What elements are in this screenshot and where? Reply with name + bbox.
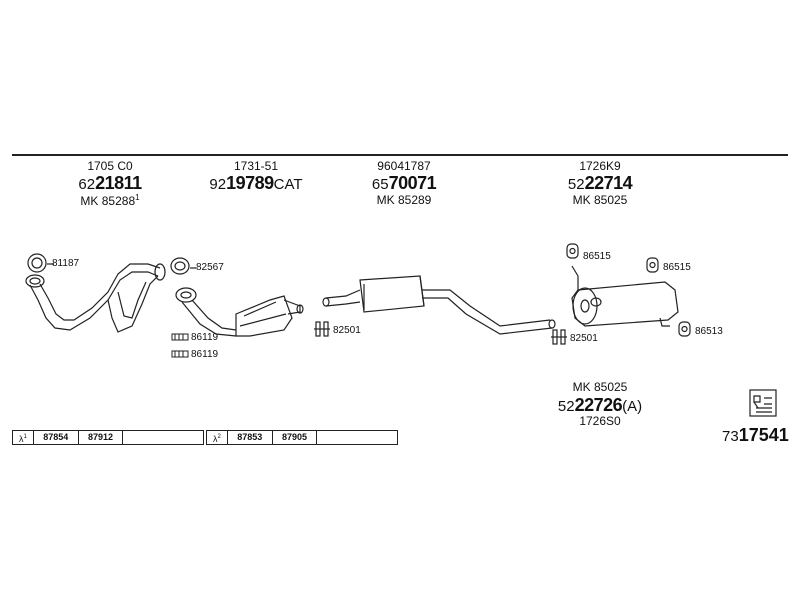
clamp-2-drawing (171, 350, 189, 358)
lambda-2-cell-3 (317, 431, 397, 444)
rubber-mount-3-drawing (678, 321, 691, 337)
part-prefix-1: 62 (78, 176, 96, 193)
alt-part-prefix: 52 (557, 398, 575, 415)
part-number-4: 5222714 (520, 173, 680, 194)
part-prefix-4: 52 (567, 176, 585, 193)
catalytic-converter-drawing (175, 287, 304, 337)
mk-number-4: MK 85025 (530, 193, 670, 207)
mk-text-3: MK 85289 (376, 193, 432, 207)
label-rubber-3: 86513 (695, 326, 723, 337)
part-prefix-3: 65 (371, 176, 389, 193)
alt-mk-number: MK 85025 (572, 380, 628, 394)
clamp-1-drawing (171, 333, 189, 341)
alt-part-number: 5222726(A) (520, 395, 680, 416)
mk-number-3: MK 85289 (334, 193, 474, 207)
lambda-table-2: λ2 87853 87905 (206, 430, 398, 445)
lambda-1-cell-1: 87854 (34, 431, 79, 444)
doc-main: 17541 (738, 425, 789, 445)
rubber-mount-2-drawing (646, 257, 659, 273)
type-code-4: 1726K9 (579, 159, 621, 173)
part-main-4: 22714 (584, 173, 633, 193)
type-code-2: 1731-51 (233, 159, 279, 173)
part-main-3: 70071 (388, 173, 437, 193)
lambda-2-cell-2: 87905 (273, 431, 318, 444)
part-suffix-2: CAT (273, 176, 303, 193)
alt-part-suffix: (A) (622, 398, 643, 415)
alt-type-code: 1726S0 (579, 414, 621, 428)
lambda-symbol-2: λ2 (207, 431, 228, 444)
lambda-1-cell-3 (123, 431, 203, 444)
document-icon (749, 389, 777, 417)
type-code-1: 1705 C0 (87, 159, 133, 173)
label-rubber-1: 86515 (583, 251, 611, 262)
part-main-2: 19789 (226, 173, 274, 193)
gasket-front-drawing (27, 253, 54, 273)
label-hanger-rear: 82501 (570, 333, 598, 344)
part-prefix-2: 92 (209, 176, 227, 193)
label-rubber-2: 86515 (663, 262, 691, 273)
label-gasket-front: 81187 (52, 258, 80, 269)
document-number: 7317541 (722, 425, 789, 446)
gasket-cat-drawing (170, 257, 196, 275)
rear-silencer-drawing (571, 265, 679, 327)
rubber-mount-1-drawing (566, 243, 579, 259)
label-hanger-mid: 82501 (333, 325, 361, 336)
lambda-2-cell-1: 87853 (228, 431, 273, 444)
alt-part-main: 22726 (574, 395, 623, 415)
label-clamp-1: 86119 (191, 332, 219, 343)
part-number-2: 9219789CAT (176, 173, 336, 194)
doc-prefix: 73 (722, 428, 739, 445)
hanger-rear-drawing (551, 329, 567, 345)
type-code-3: 96041787 (377, 159, 431, 173)
part-number-3: 6570071 (324, 173, 484, 194)
lambda-1-cell-2: 87912 (79, 431, 124, 444)
label-clamp-2: 86119 (191, 349, 219, 360)
label-gasket-cat: 82567 (196, 262, 224, 273)
part-main-1: 21811 (95, 173, 142, 193)
part-number-1: 6221811 (30, 173, 190, 194)
mk-number-1: MK 852881 (40, 193, 180, 208)
mk-sup-1: 1 (135, 193, 140, 202)
top-rule (12, 154, 788, 156)
hanger-mid-drawing (314, 321, 330, 337)
center-silencer-drawing (322, 275, 556, 335)
mk-text-4: MK 85025 (572, 193, 628, 207)
mk-text-1: MK 85288 (80, 194, 136, 208)
lambda-table-1: λ1 87854 87912 (12, 430, 204, 445)
front-pipe-drawing (25, 263, 166, 333)
lambda-symbol-1: λ1 (13, 431, 34, 444)
